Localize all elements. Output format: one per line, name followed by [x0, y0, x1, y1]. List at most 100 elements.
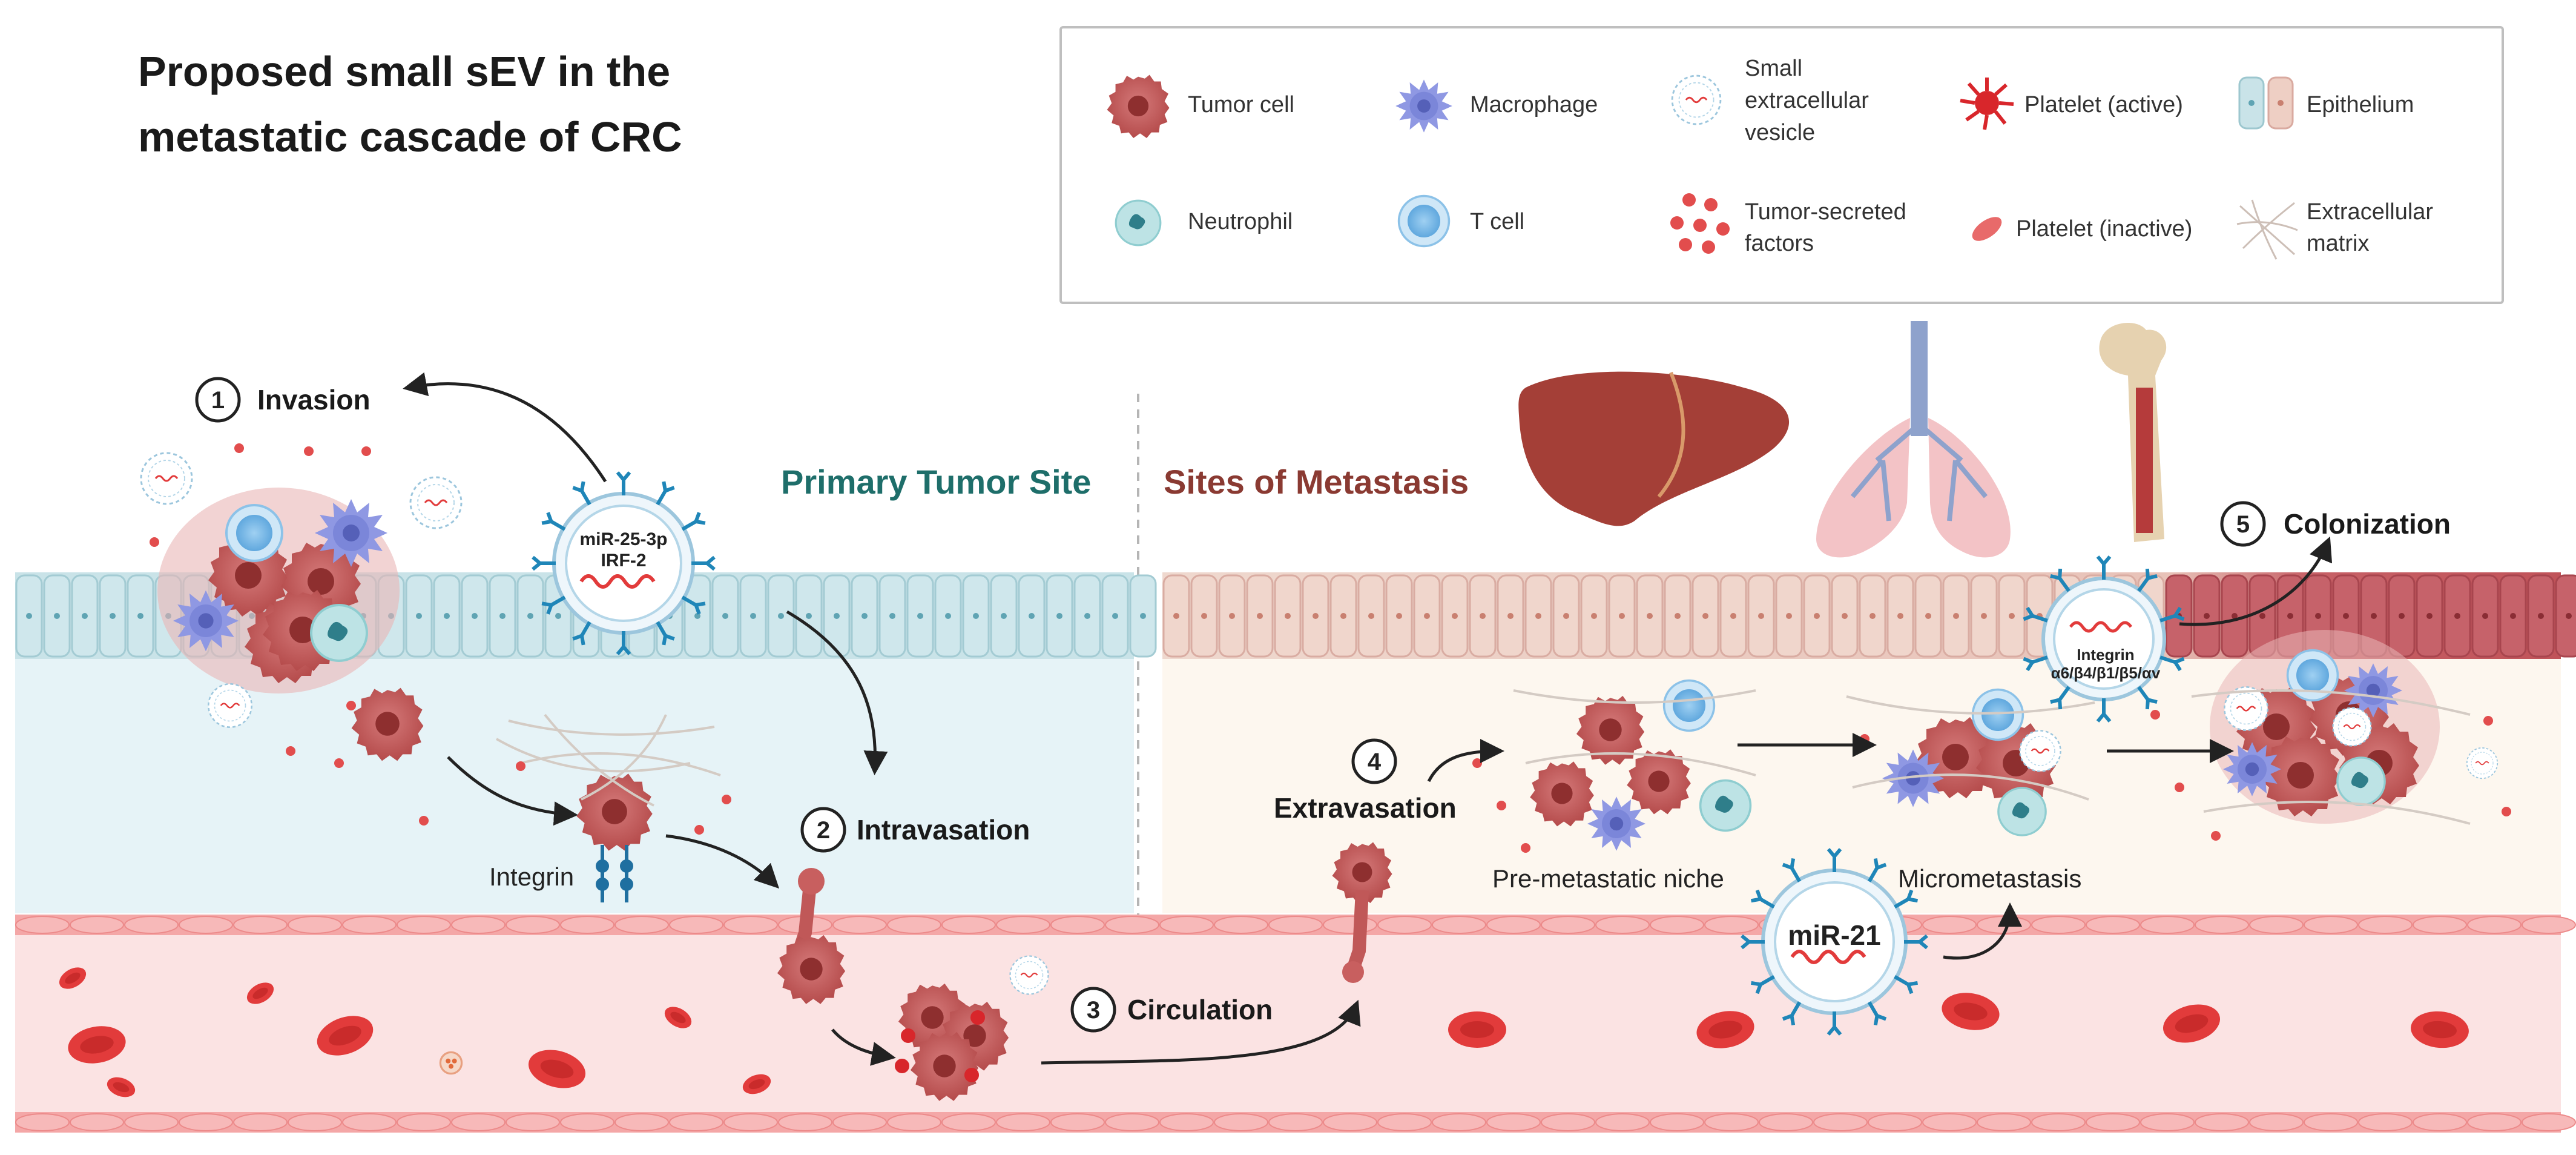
endothelial-cell: [2086, 1113, 2140, 1131]
endothelial-cell: [397, 1113, 451, 1131]
endothelial-cell: [179, 1113, 233, 1131]
vesicle-colonization-2: [2466, 747, 2499, 779]
endothelial-cell: [2358, 1113, 2413, 1131]
endothelial-cell: [1922, 1113, 1977, 1131]
epithelial-nucleus: [1869, 613, 1876, 619]
epithelial-nucleus: [722, 613, 728, 619]
endothelial-cell: [1268, 916, 1323, 934]
extracellular-matrix-icon: [2236, 199, 2298, 260]
epithelial-nucleus: [444, 613, 450, 619]
endothelial-cell: [1813, 1113, 1868, 1131]
epithelial-nucleus: [82, 613, 88, 619]
epithelial-nucleus: [472, 613, 478, 619]
epithelial-nucleus: [1842, 613, 1848, 619]
endothelial-cell: [941, 916, 996, 934]
epithelial-nucleus: [110, 613, 116, 619]
endothelial-cell: [1377, 916, 1432, 934]
endothelial-cell: [1595, 916, 1650, 934]
vesicle-integrin-label-2: α6/β4/β1/β5/αv: [2051, 664, 2161, 682]
epithelial-nucleus: [1229, 613, 1235, 619]
endothelial-cell: [342, 1113, 397, 1131]
step-3-number: 3: [1087, 997, 1100, 1024]
endothelial-cell: [1050, 916, 1105, 934]
endothelial-cell: [723, 916, 778, 934]
vesicle-integrin-label-1: Integrin: [2077, 646, 2134, 664]
epithelial-nucleus: [750, 613, 756, 619]
step-4-number: 4: [1368, 749, 1382, 775]
step-5-number: 5: [2236, 511, 2250, 538]
vesicle-primary-1: [140, 452, 193, 505]
legend-label-active-platelet: Platelet (active): [2024, 92, 2183, 117]
endothelial-cell: [15, 916, 70, 934]
endothelial-cell: [1432, 1113, 1486, 1131]
step-2-number: 2: [817, 817, 830, 844]
endothelial-cell: [70, 1113, 124, 1131]
epithelial-nucleus: [1897, 613, 1903, 619]
legend: Tumor cell Macrophage Small extracellula…: [1059, 26, 2504, 304]
colonization-cluster: [2210, 630, 2440, 824]
epithelial-nucleus: [1758, 613, 1764, 619]
endothelial-cell: [2031, 1113, 2086, 1131]
endothelial-cell: [2195, 1113, 2249, 1131]
endothelial-cell: [2031, 916, 2086, 934]
epithelial-nucleus: [1786, 613, 1792, 619]
epithelial-nucleus: [945, 613, 951, 619]
vesicle-mir25-label-1: miR-25-3p: [579, 529, 667, 549]
endothelial-cell: [1486, 916, 1541, 934]
epithelial-nucleus: [1730, 613, 1736, 619]
epithelial-nucleus: [1112, 613, 1118, 619]
endothelial-cell: [1704, 916, 1759, 934]
endothelial-cell: [1486, 1113, 1541, 1131]
endothelial-cell: [2304, 916, 2358, 934]
endothelial-cell: [2467, 916, 2522, 934]
endothelial-cell: [2413, 1113, 2467, 1131]
endothelial-cell: [1377, 1113, 1432, 1131]
epithelial-nucleus: [917, 613, 923, 619]
epithelial-nucleus: [1647, 613, 1653, 619]
endothelial-cell: [1159, 1113, 1214, 1131]
epithelial-nucleus: [861, 613, 868, 619]
endothelial-cell: [2413, 916, 2467, 934]
inactive-platelet-icon: [1972, 217, 2002, 241]
epithelial-nucleus: [1140, 613, 1146, 619]
epithelial-nucleus: [1507, 613, 1514, 619]
step-4-label: Extravasation: [1274, 792, 1457, 824]
endothelial-cell: [1432, 916, 1486, 934]
epithelial-nucleus: [1675, 613, 1681, 619]
vesicle-primary-2: [409, 476, 463, 529]
endothelial-cell: [2195, 916, 2249, 934]
epithelial-nucleus: [1563, 613, 1569, 619]
endothelial-cell: [342, 916, 397, 934]
endothelial-cell: [233, 916, 288, 934]
epithelial-nucleus: [1396, 613, 1402, 619]
epithelial-nucleus: [555, 613, 561, 619]
epithelial-nucleus: [2566, 613, 2572, 619]
endothelial-cell: [1922, 916, 1977, 934]
active-platelet-icon: [1960, 78, 2014, 130]
epithelial-nucleus: [1001, 613, 1007, 619]
epithelial-nucleus: [54, 613, 60, 619]
epithelial-nucleus: [2426, 613, 2433, 619]
legend-label-vesicle-3: vesicle: [1745, 120, 1815, 145]
blood-vessel: [15, 915, 2576, 1133]
endothelial-cell: [451, 916, 506, 934]
epithelial-nucleus: [1814, 613, 1820, 619]
secreted-factors-icon: [1670, 193, 1730, 254]
integrin-label: Integrin: [489, 862, 574, 891]
epithelial-nucleus: [527, 613, 533, 619]
endothelial-cell: [124, 1113, 179, 1131]
t-cell-icon: [1397, 194, 1451, 248]
endothelial-cell: [1159, 916, 1214, 934]
endothelial-cell: [2140, 1113, 2195, 1131]
metastasis-site-label: Sites of Metastasis: [1164, 463, 1469, 501]
endothelial-cell: [1323, 916, 1377, 934]
legend-label-vesicle-2: extracellular: [1745, 88, 1869, 113]
endothelial-cell: [996, 916, 1050, 934]
endothelial-cell: [288, 916, 342, 934]
endothelial-cell: [1868, 1113, 1922, 1131]
intravasating-tumor-cell: [777, 868, 846, 1004]
epithelial-nucleus: [2315, 613, 2321, 619]
endothelial-cell: [1105, 1113, 1159, 1131]
epithelial-nucleus: [2009, 613, 2015, 619]
endothelial-cell: [614, 1113, 669, 1131]
